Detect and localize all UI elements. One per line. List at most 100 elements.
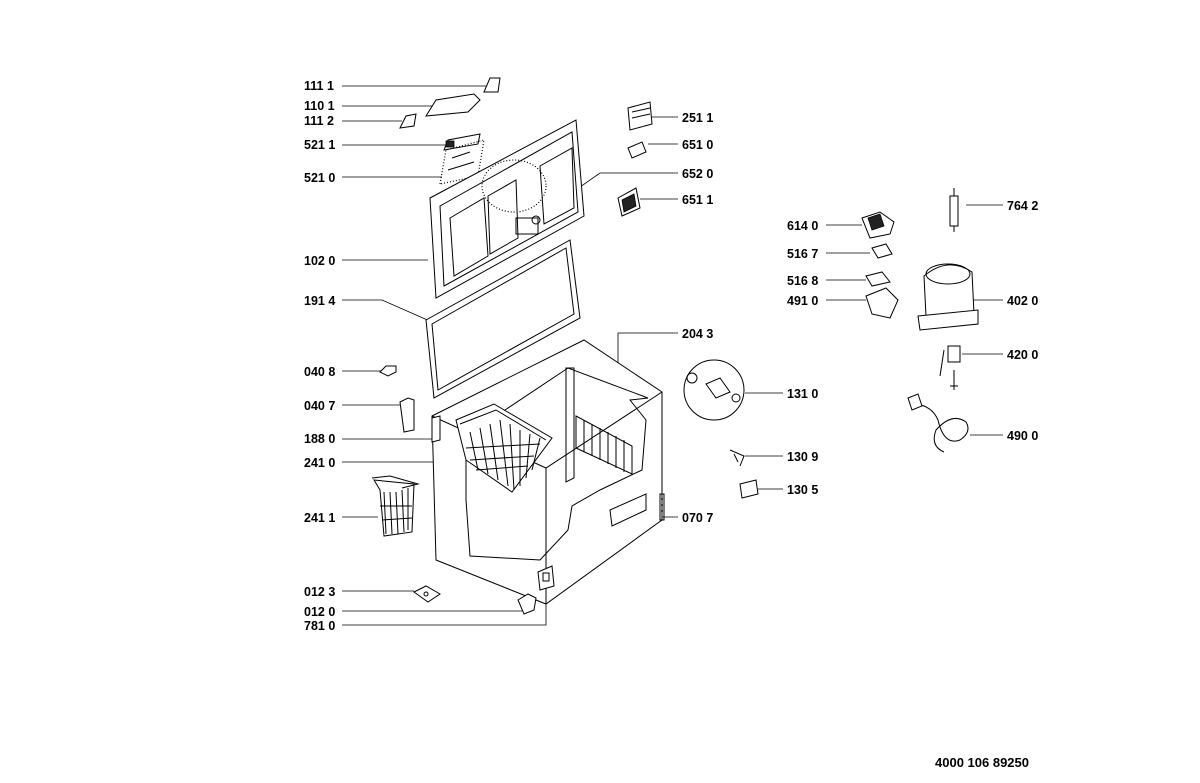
detail-circle-131-0 bbox=[683, 359, 745, 421]
top-right-parts bbox=[617, 101, 653, 217]
basket-small-rim bbox=[371, 475, 420, 489]
label-040-7: 040 7 bbox=[304, 399, 335, 413]
part-012-3 bbox=[413, 585, 441, 603]
part-420-0-leads bbox=[939, 349, 958, 390]
part-040-7 bbox=[399, 397, 415, 433]
label-131-0: 131 0 bbox=[787, 387, 818, 401]
label-102-0: 102 0 bbox=[304, 254, 335, 268]
label-651-1: 651 1 bbox=[682, 193, 713, 207]
cabinet bbox=[431, 339, 665, 615]
thermostat-housing bbox=[537, 565, 555, 591]
part-251-1-detail bbox=[631, 107, 651, 119]
basket-large-rim bbox=[459, 409, 547, 441]
middle-callouts: 251 1 651 0 652 0 651 1 204 3 131 0 130 … bbox=[539, 111, 818, 525]
lid-assembly bbox=[399, 77, 585, 299]
right-callouts: 614 0 516 7 516 8 491 0 764 2 402 0 420 … bbox=[787, 199, 1038, 443]
lid-handle bbox=[425, 93, 481, 117]
part-131-0-spring bbox=[686, 372, 698, 384]
label-241-0: 241 0 bbox=[304, 456, 335, 470]
compressor-group bbox=[861, 188, 979, 453]
label-188-0: 188 0 bbox=[304, 432, 335, 446]
label-241-1: 241 1 bbox=[304, 511, 335, 525]
label-764-2: 764 2 bbox=[1007, 199, 1038, 213]
lid-insulation-dotted bbox=[481, 159, 547, 213]
hinge-parts bbox=[683, 359, 759, 499]
rating-plate bbox=[609, 493, 647, 527]
part-420-0-capacitor bbox=[947, 345, 961, 363]
label-111-1: 111 1 bbox=[304, 79, 334, 93]
label-402-0: 402 0 bbox=[1007, 294, 1038, 308]
lid-gasket bbox=[425, 239, 581, 399]
lid-inner-rim bbox=[439, 131, 579, 287]
cabinet-divider bbox=[565, 367, 575, 483]
gasket-outer bbox=[425, 239, 581, 399]
side-vent bbox=[659, 493, 665, 521]
part-131-0-body bbox=[705, 377, 731, 399]
label-012-3: 012 3 bbox=[304, 585, 335, 599]
lid-lock bbox=[531, 215, 541, 225]
left-callouts: 111 1 110 1 111 2 521 1 521 0 102 0 191 … bbox=[304, 79, 547, 633]
part-490-0-plug bbox=[907, 393, 923, 411]
part-764-2-dryer bbox=[949, 195, 959, 227]
control-strip-knob bbox=[445, 140, 455, 148]
part-188-0 bbox=[431, 415, 441, 443]
part-516-8 bbox=[865, 271, 891, 287]
label-204-3: 204 3 bbox=[682, 327, 713, 341]
lid-panel-1 bbox=[449, 197, 489, 277]
basket-241-1 bbox=[371, 475, 420, 537]
label-521-0: 521 0 bbox=[304, 171, 335, 185]
basket-large-outline bbox=[455, 403, 553, 493]
label-491-0: 491 0 bbox=[787, 294, 818, 308]
label-012-0: 012 0 bbox=[304, 605, 335, 619]
label-130-5: 130 5 bbox=[787, 483, 818, 497]
label-516-7: 516 7 bbox=[787, 247, 818, 261]
part-651-0 bbox=[627, 141, 647, 159]
small-left-parts bbox=[379, 365, 415, 433]
lid-panel-2 bbox=[487, 179, 519, 255]
part-614-0-core bbox=[867, 213, 885, 231]
label-110-1: 110 1 bbox=[304, 99, 335, 113]
part-040-8 bbox=[379, 365, 397, 377]
evaporator-bars bbox=[583, 420, 625, 472]
basket-241-0 bbox=[455, 403, 553, 493]
label-651-0: 651 0 bbox=[682, 138, 713, 152]
label-130-9: 130 9 bbox=[787, 450, 818, 464]
label-251-1: 251 1 bbox=[682, 111, 713, 125]
evaporator-grid bbox=[575, 415, 633, 475]
foot-front bbox=[517, 593, 537, 615]
compressor-top bbox=[925, 263, 971, 285]
gasket-inner bbox=[431, 247, 575, 391]
label-191-4: 191 4 bbox=[304, 294, 335, 308]
leader-191-4 bbox=[342, 299, 433, 323]
basket-small-wires bbox=[383, 488, 409, 535]
basket-large-crosswires bbox=[465, 443, 541, 471]
hinge-cap-right bbox=[483, 77, 501, 93]
control-panel-detail bbox=[447, 151, 475, 171]
label-652-0: 652 0 bbox=[682, 167, 713, 181]
part-130-5 bbox=[739, 479, 759, 499]
part-491-0-cover bbox=[865, 287, 899, 319]
document-number: 4000 106 89250 bbox=[935, 755, 1029, 770]
basket-small-crosswires bbox=[380, 505, 413, 521]
label-781-0: 781 0 bbox=[304, 619, 335, 633]
evaporator-outline bbox=[575, 415, 633, 475]
thermostat-window bbox=[542, 572, 550, 582]
label-420-0: 420 0 bbox=[1007, 348, 1038, 362]
part-130-9 bbox=[729, 449, 745, 467]
label-614-0: 614 0 bbox=[787, 219, 818, 233]
label-111-2: 111 2 bbox=[304, 114, 334, 128]
label-516-8: 516 8 bbox=[787, 274, 818, 288]
part-012-3-hole bbox=[423, 591, 429, 597]
label-490-0: 490 0 bbox=[1007, 429, 1038, 443]
part-651-1-core bbox=[621, 193, 637, 213]
compressor-base bbox=[917, 309, 979, 331]
bracket-012-3 bbox=[413, 585, 441, 603]
leader-781-0 bbox=[342, 590, 547, 626]
label-070-7: 070 7 bbox=[682, 511, 713, 525]
part-490-0-cord bbox=[915, 403, 969, 453]
lid-outer bbox=[429, 119, 585, 299]
part-516-7 bbox=[871, 243, 893, 259]
hinge-cap-left bbox=[399, 113, 417, 129]
label-521-1: 521 1 bbox=[304, 138, 335, 152]
